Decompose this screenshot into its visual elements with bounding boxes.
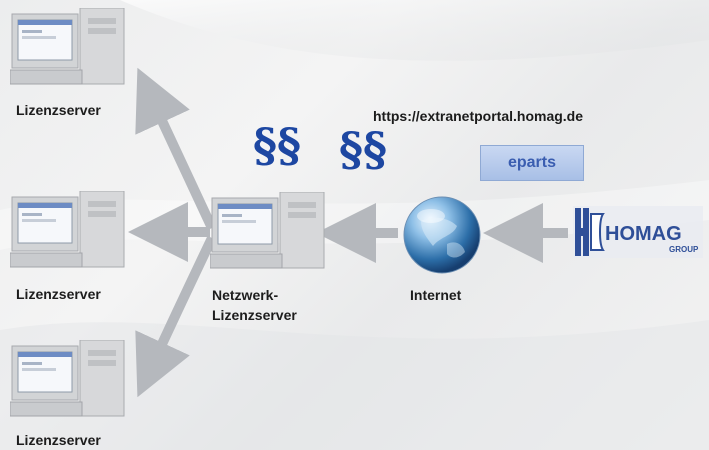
computer-icon-middle — [10, 191, 130, 271]
homag-logo-subtitle: GROUP — [669, 245, 699, 254]
arrow-to-top-server — [135, 67, 217, 231]
computer-icon-top — [10, 8, 130, 88]
computer-icon-bottom — [10, 340, 130, 420]
section-symbol-left: §§ — [253, 118, 302, 172]
arrow-to-bottom-server — [135, 235, 217, 398]
eparts-logo: eparts — [480, 145, 584, 181]
section-symbol-right: §§ — [339, 122, 388, 176]
internet-globe-icon — [403, 196, 481, 274]
license-server-label-middle: Lizenzserver — [16, 286, 101, 302]
homag-logo-brand: HOMAG — [605, 223, 682, 245]
portal-url: https://extranetportal.homag.de — [373, 108, 584, 124]
network-server-label-line1: Netzwerk- — [212, 287, 279, 303]
internet-label: Internet — [410, 287, 462, 303]
homag-logo: HOMAG GROUP — [573, 206, 703, 258]
network-server-computer-icon — [210, 192, 330, 272]
network-server-label-line2: Lizenzserver — [212, 307, 297, 323]
license-server-label-bottom: Lizenzserver — [16, 432, 101, 448]
eparts-logo-text: eparts — [507, 154, 557, 171]
license-server-label-top: Lizenzserver — [16, 102, 101, 118]
